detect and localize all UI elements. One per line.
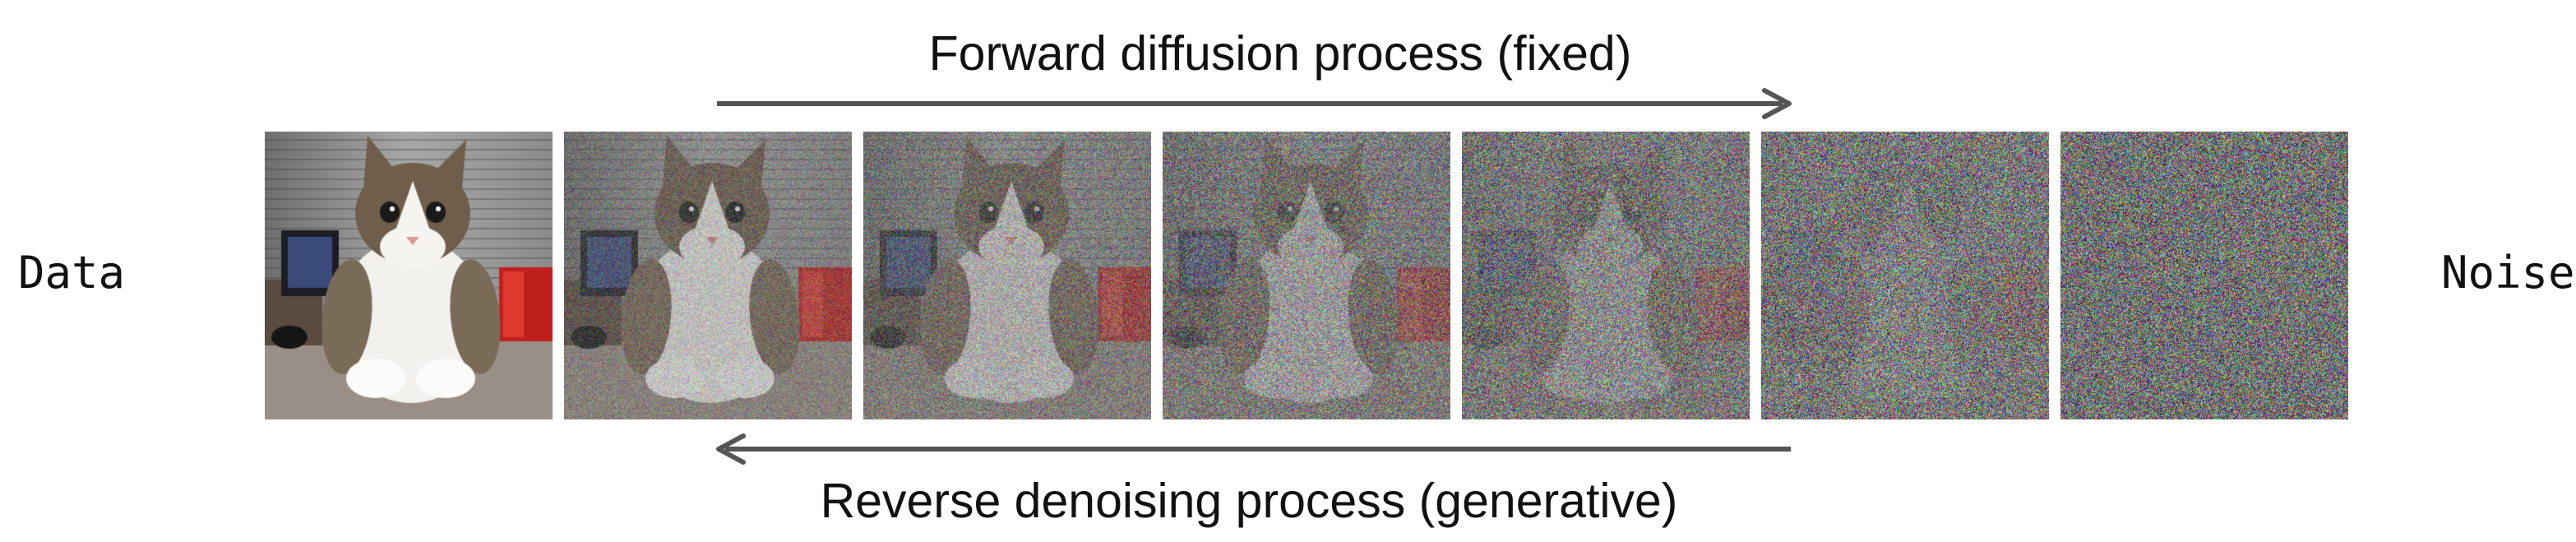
- noisy-cat-image-5-pixels: [1761, 132, 2049, 419]
- clean-cat-image: [265, 132, 553, 419]
- noisy-cat-image-5: [1761, 132, 2049, 419]
- noise-label: Noise: [2441, 247, 2575, 299]
- data-label: Data: [18, 247, 126, 299]
- noisy-cat-image-1-pixels: [564, 132, 852, 419]
- forward-arrow: [717, 88, 1792, 119]
- noisy-cat-image-2: [863, 132, 1151, 419]
- clean-cat-image-pixels: [265, 132, 553, 419]
- noisy-cat-image-3-pixels: [1163, 132, 1450, 419]
- noisy-cat-image-1: [564, 132, 852, 419]
- noisy-cat-image-4-pixels: [1462, 132, 1750, 419]
- pure-noise-image-pixels: [2060, 132, 2348, 419]
- noisy-cat-image-2-pixels: [863, 132, 1151, 419]
- reverse-arrow: [716, 433, 1791, 465]
- noisy-cat-image-3: [1163, 132, 1450, 419]
- noisy-cat-image-4: [1462, 132, 1750, 419]
- pure-noise-image: [2060, 132, 2348, 419]
- reverse-process-label: Reverse denoising process (generative): [820, 474, 1678, 528]
- forward-process-label: Forward diffusion process (fixed): [928, 26, 1632, 81]
